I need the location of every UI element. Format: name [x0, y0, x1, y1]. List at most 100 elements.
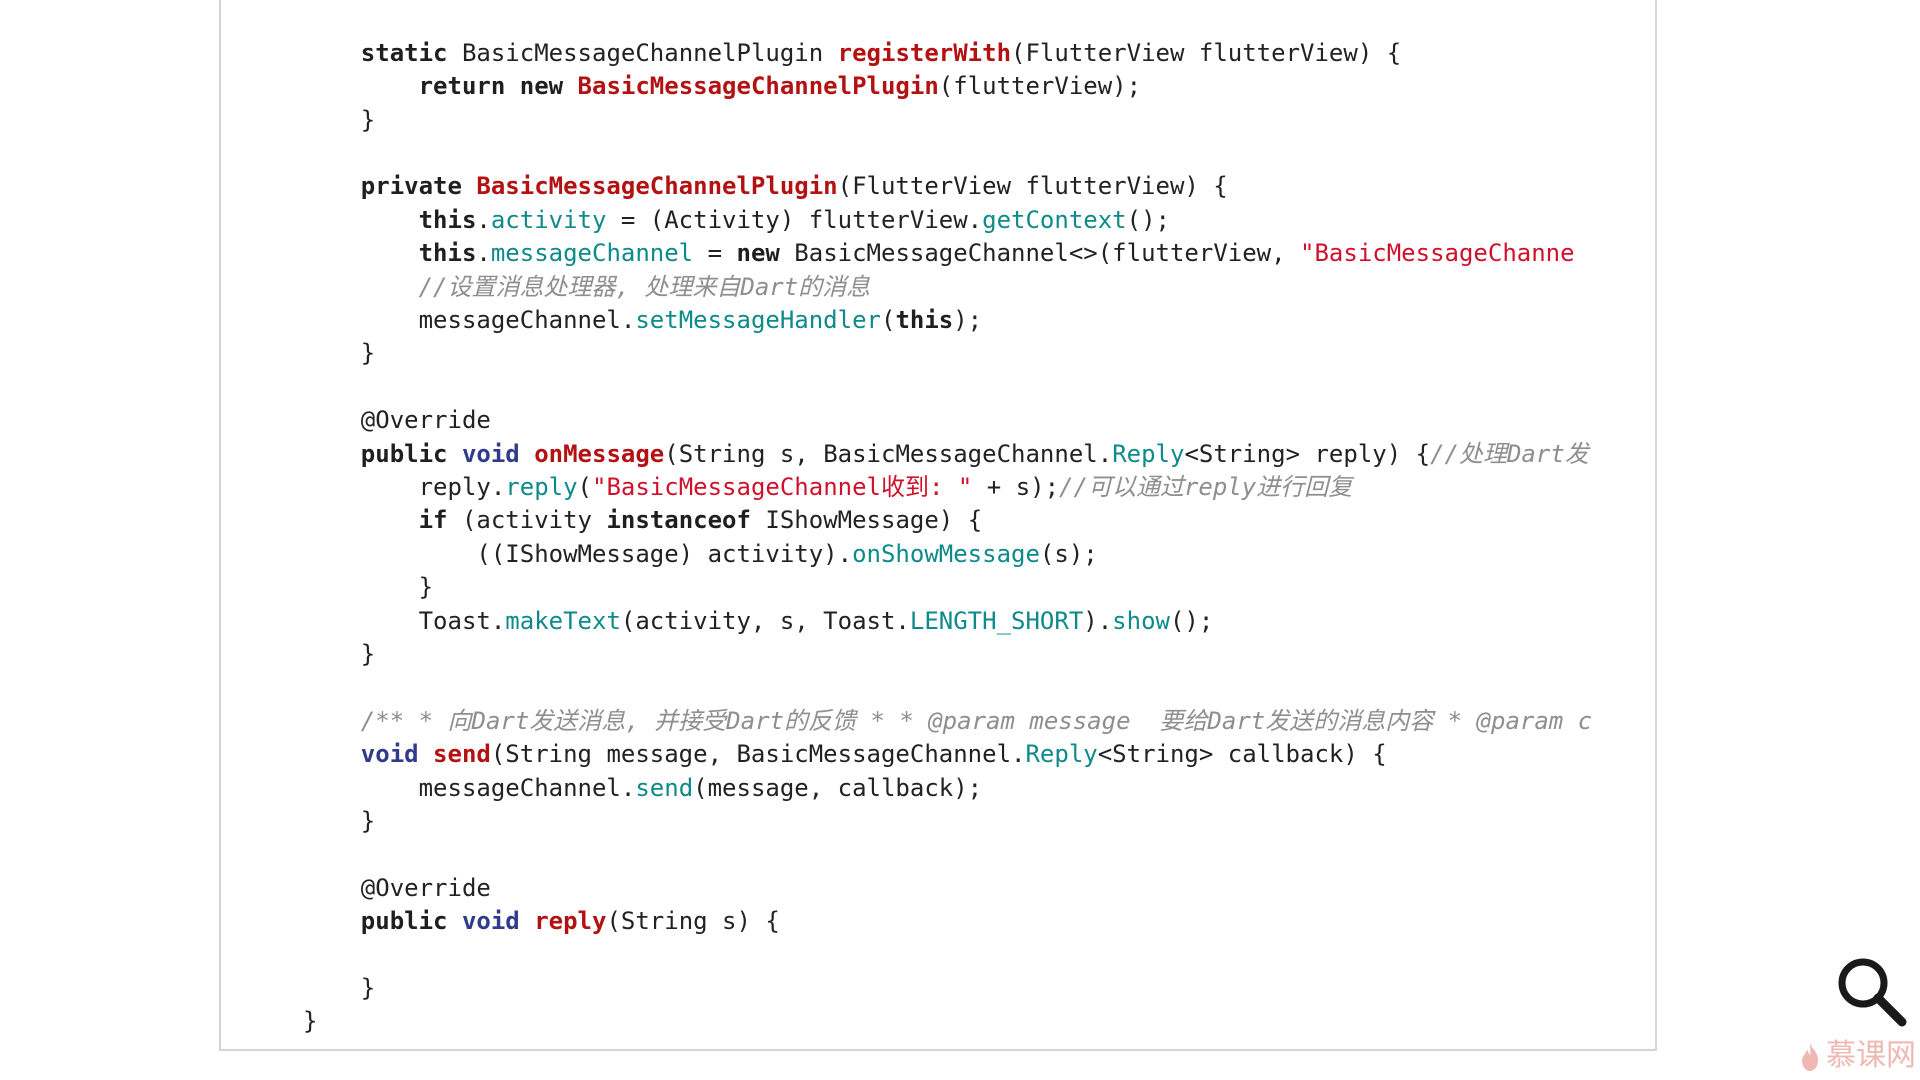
code-token: );	[953, 306, 983, 334]
code-line: Toast.makeText(activity, s, Toast.LENGTH…	[303, 605, 1214, 638]
code-line: static BasicMessageChannelPlugin registe…	[303, 37, 1401, 70]
code-token: BasicMessageChannelPlugin	[476, 172, 838, 201]
code-token: //设置消息处理器, 处理来自Dart的消息	[303, 272, 871, 301]
code-line: }	[303, 1005, 317, 1038]
code-line: this.messageChannel = new BasicMessageCh…	[303, 237, 1575, 270]
code-line: //设置消息处理器, 处理来自Dart的消息	[303, 271, 871, 304]
code-line: @Override	[303, 872, 491, 905]
search-icon[interactable]	[1832, 952, 1908, 1028]
code-token: (flutterView);	[938, 72, 1142, 101]
code-line: if (activity instanceof IShowMessage) {	[303, 504, 983, 537]
code-token: }	[303, 573, 434, 602]
code-token: show	[1112, 606, 1170, 635]
code-token: reply	[534, 907, 607, 936]
code-token: static	[303, 38, 462, 67]
code-line: }	[303, 571, 433, 604]
code-token: public	[303, 439, 462, 468]
code-line: @Override	[303, 404, 491, 437]
code-token: }	[303, 1007, 318, 1036]
code-token: makeText	[505, 606, 621, 635]
code-token: getContext	[982, 205, 1127, 234]
code-line: public void reply(String s) {	[303, 905, 780, 938]
code-token: messageChannel.	[303, 773, 636, 802]
code-token: reply.	[303, 473, 506, 501]
code-line: }	[303, 805, 375, 838]
code-token: Reply	[1025, 740, 1098, 769]
code-token: (	[880, 306, 896, 334]
code-token: this	[303, 205, 477, 234]
code-token: instanceof	[606, 506, 766, 535]
code-line: messageChannel.setMessageHandler(this);	[303, 304, 983, 337]
code-token: }	[303, 807, 376, 835]
code-token: @Override	[303, 406, 491, 435]
code-token: //可以通过reply进行回复	[1059, 473, 1353, 501]
code-line: private BasicMessageChannelPlugin(Flutte…	[303, 170, 1228, 203]
code-token: messageChannel.	[303, 306, 636, 334]
code-token: this	[895, 306, 954, 334]
code-token: ).	[1083, 606, 1113, 635]
code-line: ((IShowMessage) activity).onShowMessage(…	[303, 538, 1098, 571]
code-token: }	[303, 339, 376, 368]
code-token: (String s, BasicMessageChannel.	[664, 439, 1113, 468]
watermark-text: 慕课网	[1826, 1038, 1916, 1073]
code-line: /** * 向Dart发送消息, 并接受Dart的反馈 * * @param m…	[303, 705, 1592, 738]
code-token: registerWith	[837, 38, 1012, 67]
code-viewer[interactable]: public Basi cMessageChannelPlugin(Messag…	[219, 0, 1657, 1051]
code-token: void	[461, 907, 535, 936]
code-token: new	[736, 239, 795, 268]
code-token: <String> reply) {	[1184, 439, 1431, 468]
flame-icon	[1802, 1042, 1818, 1071]
code-line: public void onMessage(String s, BasicMes…	[303, 438, 1589, 471]
code-token: .	[476, 205, 491, 234]
code-token: ((IShowMessage) activity).	[303, 539, 853, 568]
code-token: //处理Dart发	[1430, 439, 1589, 468]
code-token: + s);	[972, 473, 1060, 501]
code-token: return new	[303, 72, 578, 101]
code-token: (String s) {	[606, 907, 780, 936]
code-line: this.activity = (Activity) flutterView.g…	[303, 204, 1170, 237]
code-token: "BasicMessageChannel收到: "	[592, 473, 973, 501]
code-token: }	[303, 105, 376, 134]
code-token: .	[476, 239, 491, 268]
code-line: reply.reply("BasicMessageChannel收到: " + …	[303, 471, 1353, 504]
watermark: 慕课网	[1798, 1036, 1920, 1076]
code-token: messageChannel	[490, 239, 694, 268]
code-line: public Basi cMessageChannelPlugin(Messag…	[303, 0, 997, 3]
code-token: reply	[505, 473, 578, 501]
code-line: messageChannel.send(message, callback);	[303, 772, 983, 805]
code-token: void	[461, 439, 535, 468]
code-token: (message, callback);	[693, 773, 983, 802]
code-line: }	[303, 972, 375, 1005]
code-token: setMessageHandler	[635, 306, 881, 334]
code-token: (s);	[1039, 539, 1098, 568]
code-token: Reply	[1112, 439, 1185, 468]
code-token: =	[693, 239, 737, 268]
code-line: void send(String message, BasicMessageCh…	[303, 738, 1387, 771]
code-token: IShowMessage) {	[765, 506, 983, 535]
code-token: /** * 向Dart发送消息, 并接受Dart的反馈 * * @param m…	[303, 706, 1593, 735]
code-token: <String> callback) {	[1097, 740, 1387, 769]
code-token: @Override	[303, 873, 491, 902]
code-token: (FlutterView flutterView) {	[837, 172, 1228, 201]
code-line: }	[303, 638, 375, 671]
code-line: }	[303, 104, 375, 137]
code-line: }	[303, 337, 375, 370]
code-token: void	[303, 740, 434, 769]
code-token: (	[577, 473, 592, 501]
code-token: send	[635, 773, 694, 802]
code-token: (activity	[461, 506, 607, 535]
code-token: (String message, BasicMessageChannel.	[490, 740, 1026, 769]
code-token: onMessage	[534, 439, 665, 468]
code-token: (activity, s, Toast.	[620, 606, 910, 635]
code-token: public	[303, 907, 462, 936]
code-token: (FlutterView flutterView) {	[1011, 38, 1402, 67]
code-token: "BasicMessageChanne	[1300, 239, 1575, 268]
code-token: Toast.	[303, 606, 506, 635]
code-token: BasicMessageChannelPlugin	[461, 38, 838, 67]
code-token: onShowMessage	[852, 539, 1040, 568]
code-token: if	[303, 506, 462, 535]
code-token: activity	[490, 205, 607, 234]
code-token: BasicMessageChannel<>(flutterView,	[794, 239, 1301, 268]
code-token: ();	[1169, 606, 1214, 635]
